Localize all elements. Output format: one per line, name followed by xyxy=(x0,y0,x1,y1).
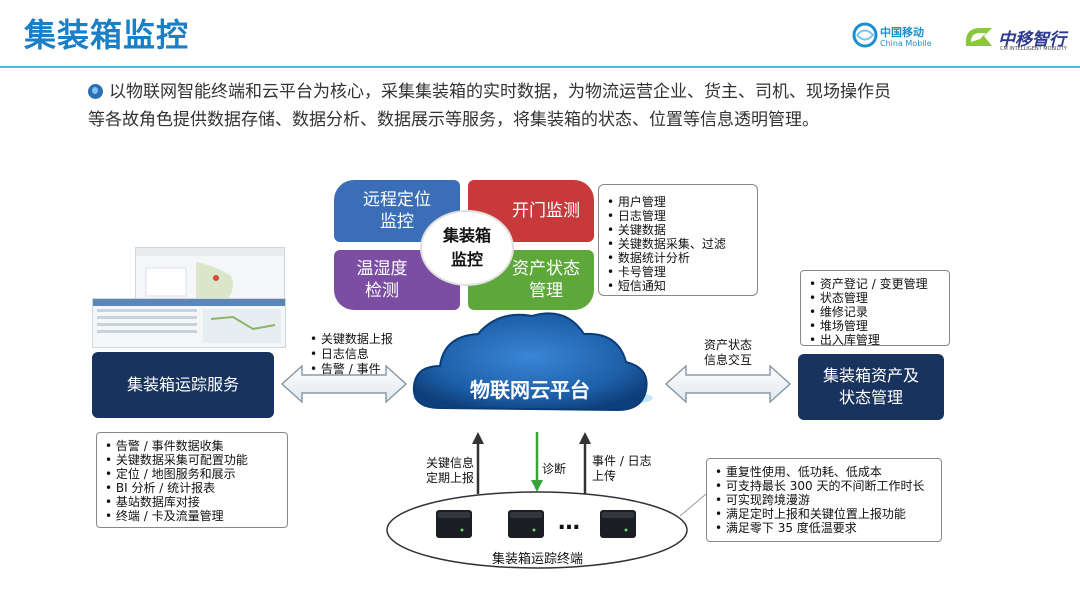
china-mobile-logo: 中国移动 China Mobile xyxy=(852,22,932,54)
up-right-label-2: 上传 xyxy=(592,469,617,483)
pf-item: 短信通知 xyxy=(607,279,749,293)
pf-item: 关键数据 xyxy=(607,223,749,237)
platform-features-box: 用户管理日志管理关键数据关键数据采集、过滤数据统计分析卡号管理短信通知 xyxy=(598,184,758,296)
right-double-arrow xyxy=(664,364,792,404)
table-thumbnail-icon xyxy=(93,299,285,343)
ts-item: 定位 / 地图服务和展示 xyxy=(105,467,279,481)
logo-cmcc-cn: 中国移动 xyxy=(880,26,924,39)
logo-zx-cn: 中移智行 xyxy=(998,30,1066,50)
terminals-ellipsis: … xyxy=(558,510,580,535)
ts-item: 告警 / 事件数据收集 xyxy=(105,439,279,453)
cloud-shape xyxy=(412,312,648,412)
map-thumbnail-icon xyxy=(136,248,284,298)
pf-item: 数据统计分析 xyxy=(607,251,749,265)
globe-icon xyxy=(88,84,103,99)
left-arrow-labels: • 关键数据上报 • 日志信息 • 告警 / 事件 xyxy=(310,332,393,376)
pf-item: 关键数据采集、过滤 xyxy=(607,237,749,251)
asset-mgmt-line-2: 状态管理 xyxy=(838,388,903,407)
upload-key-info-label: 关键信息 定期上报 xyxy=(426,456,474,486)
terminal-device-3 xyxy=(600,510,636,538)
q1-line-1: 远程定位 xyxy=(363,190,431,210)
q3-line-1: 温湿度 xyxy=(356,259,408,279)
left-arrow-label-2: 日志信息 xyxy=(320,347,369,361)
logo-cmcc-en: China Mobile xyxy=(880,39,932,48)
asset-mgmt-line-1: 集装箱资产及 xyxy=(822,366,919,385)
quadrant-remote-location: 远程定位监控 xyxy=(334,180,460,242)
af-item: 状态管理 xyxy=(809,291,941,305)
tf-item: 满足零下 35 度低温要求 xyxy=(715,521,933,535)
tf-item: 可支持最长 300 天的不间断工作时长 xyxy=(715,479,933,493)
q2-label: 开门监测 xyxy=(512,201,580,221)
pf-item: 用户管理 xyxy=(607,195,749,209)
pf-item: 日志管理 xyxy=(607,209,749,223)
up-left-label-1: 关键信息 xyxy=(426,456,475,470)
q4-line-2: 管理 xyxy=(529,281,563,301)
logo-zx-en: CM INTELLIGENT MOBILITY xyxy=(1000,46,1067,52)
pf-item: 卡号管理 xyxy=(607,265,749,279)
zhongyi-zhixing-logo: 中移智行 CM INTELLIGENT MOBILITY xyxy=(962,22,1072,56)
tf-item: 可实现跨境漫游 xyxy=(715,493,933,507)
af-item: 出入库管理 xyxy=(809,333,941,347)
q1-line-2: 监控 xyxy=(380,212,414,232)
intro-text: 以物联网智能终端和云平台为核心，采集集装箱的实时数据，为物流运营企业、货主、司机… xyxy=(88,78,968,134)
arrow-up-right xyxy=(579,432,591,494)
terminal-features-connector xyxy=(679,493,707,517)
tracking-service-label: 集装箱运踪服务 xyxy=(126,375,239,394)
right-arrow-label-2: 信息交互 xyxy=(704,353,753,367)
center-line-1: 集装箱 xyxy=(442,226,491,245)
zhixing-logo-icon xyxy=(965,28,992,46)
tf-item: 满足定时上报和关键位置上报功能 xyxy=(715,507,933,521)
header-divider xyxy=(0,66,1080,68)
left-arrow-label-3: 告警 / 事件 xyxy=(320,362,381,376)
terminal-device-1 xyxy=(436,510,472,538)
tracking-service-box: 集装箱运踪服务 xyxy=(92,352,274,418)
left-arrow-label-1: 关键数据上报 xyxy=(320,332,393,346)
tracking-service-features: 告警 / 事件数据收集关键数据采集可配置功能定位 / 地图服务和展示BI 分析 … xyxy=(96,432,288,528)
arrow-up-left xyxy=(472,432,484,494)
terminal-features-box: 重复性使用、低功耗、低成本可支持最长 300 天的不间断工作时长可实现跨境漫游满… xyxy=(706,458,942,542)
q4-line-1: 资产状态 xyxy=(512,259,580,279)
center-line-2: 监控 xyxy=(450,250,483,269)
up-left-label-2: 定期上报 xyxy=(426,471,475,485)
asset-features-box: 资产登记 / 变更管理状态管理维修记录堆场管理出入库管理 xyxy=(800,270,950,347)
intro-line-2: 等各故角色提供数据存储、数据分析、数据展示等服务，将集装箱的状态、位置等信息透明… xyxy=(88,110,819,130)
diagnose-label: 诊断 xyxy=(542,462,567,476)
map-screenshot-front xyxy=(92,298,286,348)
ts-item: BI 分析 / 统计报表 xyxy=(105,481,279,495)
q3-line-2: 检测 xyxy=(365,281,399,301)
page-title: 集装箱监控 xyxy=(24,16,190,54)
quadrant-asset-status: 资产状态管理 xyxy=(468,250,594,310)
terminal-device-2 xyxy=(508,510,544,538)
right-arrow-label-1: 资产状态 xyxy=(704,338,753,352)
intro-line-1: 以物联网智能终端和云平台为核心，采集集装箱的实时数据，为物流运营企业、货主、司机… xyxy=(109,82,891,102)
map-screenshot-back xyxy=(135,247,285,303)
tf-item: 重复性使用、低功耗、低成本 xyxy=(715,465,933,479)
arrow-down-diagnose xyxy=(531,432,543,492)
cloud-platform-label: 物联网云平台 xyxy=(470,378,590,402)
left-double-arrow xyxy=(280,364,408,404)
up-right-label-1: 事件 / 日志 xyxy=(592,454,652,468)
af-item: 堆场管理 xyxy=(809,319,941,333)
ts-item: 基站数据库对接 xyxy=(105,495,279,509)
container-monitor-center: 集装箱监控 xyxy=(420,210,514,286)
right-arrow-labels: 资产状态 信息交互 xyxy=(704,338,752,368)
asset-mgmt-box: 集装箱资产及状态管理 xyxy=(798,354,944,420)
china-mobile-icon xyxy=(852,22,878,48)
af-item: 维修记录 xyxy=(809,305,941,319)
af-item: 资产登记 / 变更管理 xyxy=(809,277,941,291)
terminals-label: 集装箱运踪终端 xyxy=(492,552,584,567)
ts-item: 关键数据采集可配置功能 xyxy=(105,453,279,467)
ts-item: 终端 / 卡及流量管理 xyxy=(105,509,279,523)
event-log-upload-label: 事件 / 日志 上传 xyxy=(592,454,652,484)
